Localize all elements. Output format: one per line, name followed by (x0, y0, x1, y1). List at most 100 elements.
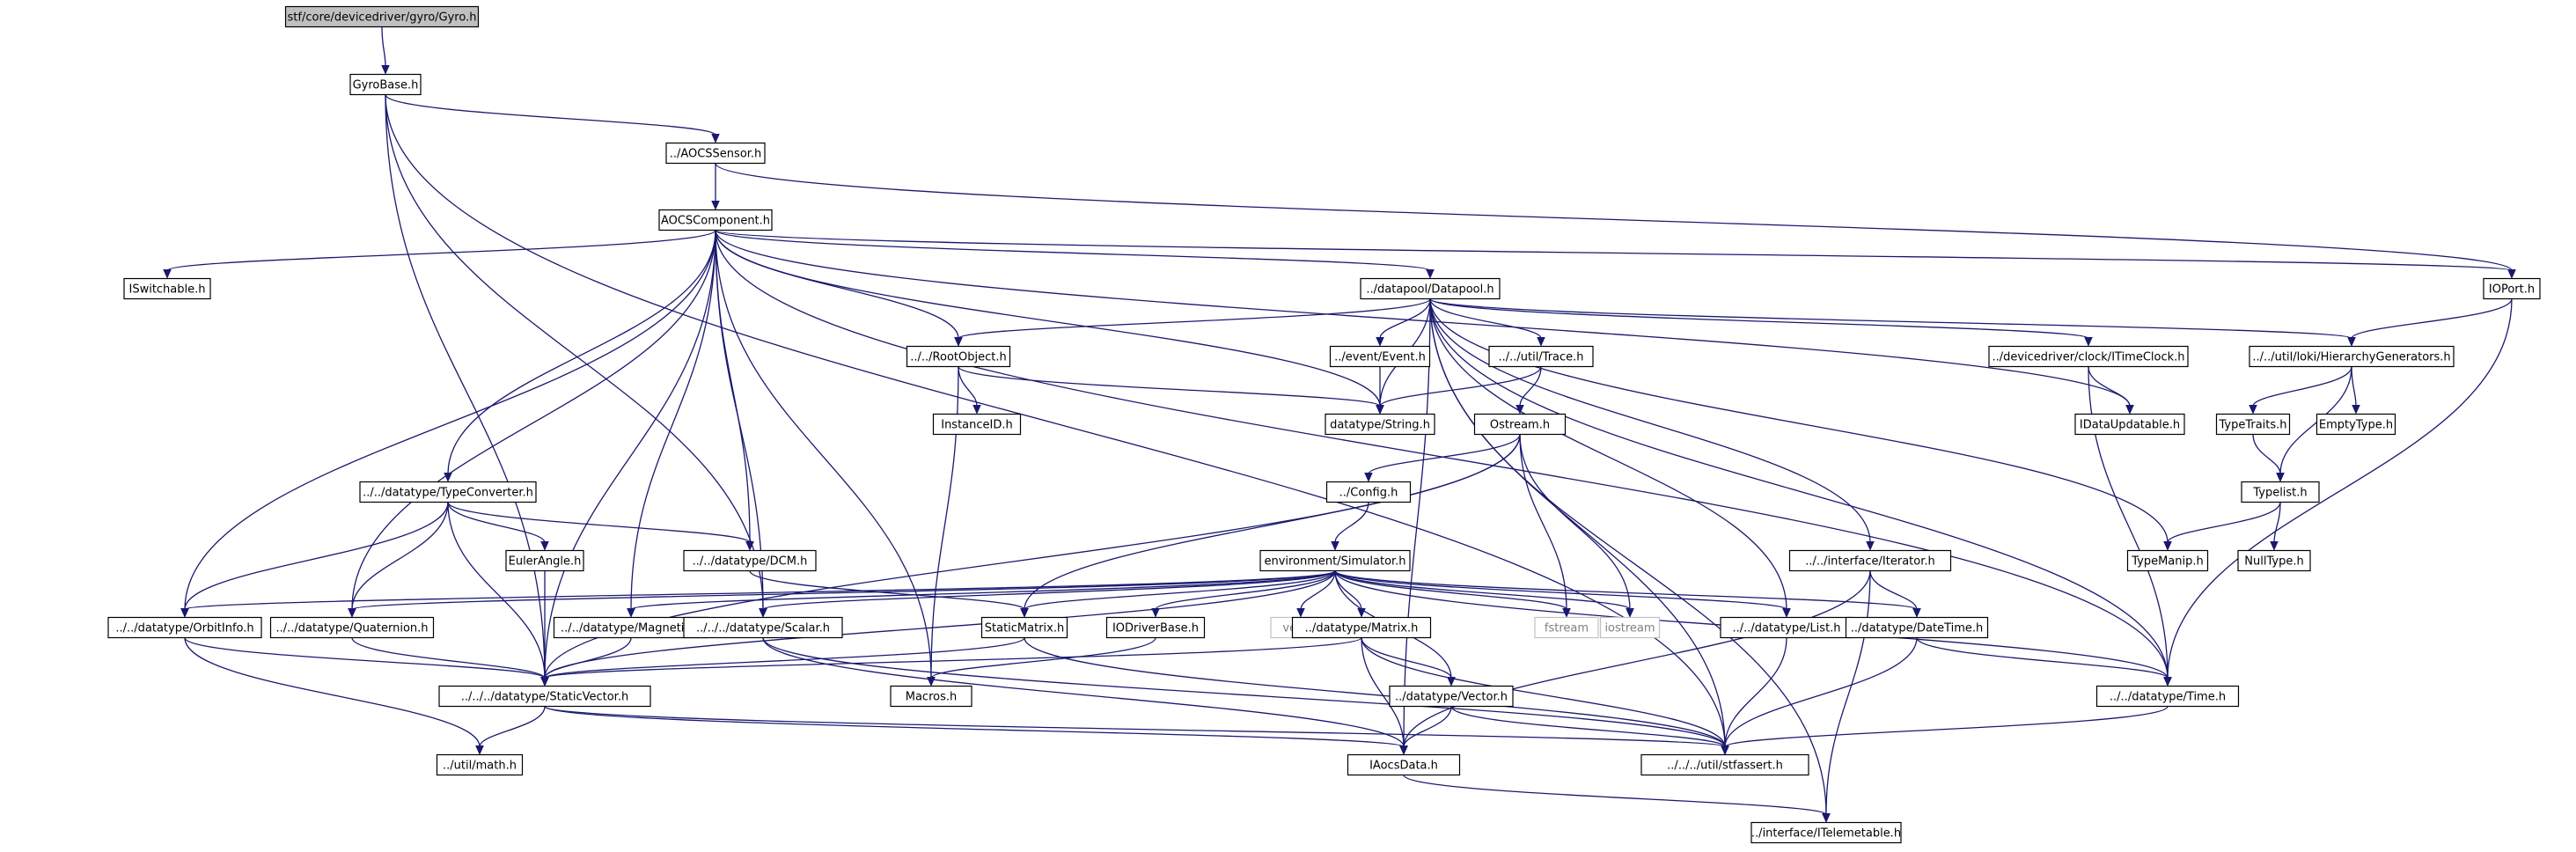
edge-matrix-to-staticvector (540, 636, 1362, 687)
node-layer: stf/core/devicedriver/gyro/Gyro.hGyroBas… (107, 5, 2541, 844)
node-nulltype[interactable]: NullType.h (2237, 549, 2311, 572)
edge-datapool-to-rootobject (954, 297, 1431, 347)
edge-trace-to-string (1376, 366, 1542, 415)
edge-aocscomponent-to-dcm (715, 230, 754, 551)
node-box (2249, 345, 2455, 368)
node-box (1325, 413, 1435, 436)
node-vectorh[interactable]: ../datatype/Vector.h (1389, 685, 1514, 708)
edge-simulator-to-list (1334, 569, 1791, 618)
node-gyrobase[interactable]: GyroBase.h (349, 73, 422, 96)
edge-typetraits-to-typelist (2252, 434, 2285, 482)
node-emptytype[interactable]: EmptyType.h (2315, 413, 2396, 436)
node-label: Typelist.h (2252, 487, 2307, 500)
node-box (349, 73, 422, 96)
node-label: StaticMatrix.h (985, 622, 1064, 635)
node-box (1329, 345, 1431, 368)
edge-simulator-to-vector (1296, 570, 1336, 618)
edge-typelist-to-typemanip (2163, 502, 2281, 551)
node-label: ../../../datatype/StaticVector.h (461, 691, 628, 704)
node-box (1534, 616, 1599, 639)
node-label: IODriverBase.h (1112, 622, 1199, 635)
node-box (1788, 549, 1952, 572)
edge-aocssensor-to-iport (715, 163, 2516, 279)
node-datapool[interactable]: ../datapool/Datapool.h (1360, 277, 1501, 300)
node-simulator[interactable]: environment/Simulator.h (1259, 549, 1411, 572)
node-quaternion[interactable]: ../../datatype/Quaternion.h (269, 616, 435, 639)
node-label: TypeManip.h (2131, 555, 2204, 569)
node-box (1105, 616, 1206, 639)
node-idataupdatable[interactable]: IDataUpdatable.h (2074, 413, 2185, 436)
node-stfassert[interactable]: ../../../util/stfassert.h (1640, 753, 1809, 776)
node-typeconverter[interactable]: ../../datatype/TypeConverter.h (359, 481, 537, 503)
node-trace[interactable]: ../../util/Trace.h (1488, 345, 1594, 368)
node-list[interactable]: ../../datatype/List.h (1720, 616, 1853, 639)
node-box (2315, 413, 2396, 436)
node-label: iostream (1604, 622, 1655, 635)
node-label: ../datatype/Matrix.h (1305, 622, 1419, 635)
node-label: ../../datatype/List.h (1732, 622, 1840, 635)
node-box (665, 142, 766, 165)
edge-typeconverter-to-dcm (447, 502, 754, 551)
edge-scalar-to-iaocsdata (762, 637, 1408, 755)
node-label: InstanceID.h (941, 419, 1013, 432)
node-label: stf/core/devicedriver/gyro/Gyro.h (288, 11, 477, 25)
node-eulerangle[interactable]: EulerAngle.h (505, 549, 584, 572)
node-label: IDataUpdatable.h (2080, 419, 2180, 432)
edge-staticvector-to-stfassert (544, 705, 1729, 755)
node-staticmatrix[interactable]: StaticMatrix.h (980, 616, 1068, 639)
node-box (1259, 549, 1411, 572)
node-iodriverbase[interactable]: IODriverBase.h (1105, 616, 1206, 639)
node-box (683, 549, 817, 572)
node-aocssensor[interactable]: ../AOCSSensor.h (665, 142, 766, 165)
edge-typeconverter-to-staticvector (447, 502, 549, 687)
node-magnetic[interactable]: ../../datatype/Magnetic.h (553, 616, 709, 639)
edge-list-to-stfassert (1721, 637, 1787, 755)
node-iswitchable[interactable]: ISwitchable.h (123, 277, 211, 300)
node-box (1347, 753, 1461, 776)
node-label: ../util/math.h (443, 760, 517, 773)
node-datetime[interactable]: ../datatype/DateTime.h (1845, 616, 1989, 639)
node-math[interactable]: ../util/math.h (436, 753, 524, 776)
node-event[interactable]: ../event/Event.h (1329, 345, 1431, 368)
edge-aocscomponent-to-iswitchable (163, 229, 716, 279)
node-string[interactable]: datatype/String.h (1325, 413, 1435, 436)
node-itelemetable[interactable]: ../interface/ITelemetable.h (1750, 821, 1902, 844)
node-time[interactable]: ../../datatype/Time.h (2095, 685, 2240, 708)
node-iaocsdata[interactable]: IAocsData.h (1347, 753, 1461, 776)
node-iport[interactable]: IOPort.h (2483, 277, 2541, 300)
node-box (1599, 616, 1661, 639)
node-label: ../Config.h (1339, 487, 1398, 500)
node-box (932, 413, 1022, 436)
node-ostream[interactable]: Ostream.h (1473, 413, 1567, 436)
node-rootobject[interactable]: ../../RootObject.h (906, 345, 1011, 368)
node-gyro[interactable]: stf/core/devicedriver/gyro/Gyro.h (284, 5, 480, 28)
node-iterator[interactable]: ../../interface/Iterator.h (1788, 549, 1952, 572)
node-staticvector[interactable]: ../../../datatype/StaticVector.h (438, 685, 651, 708)
node-instanceid[interactable]: InstanceID.h (932, 413, 1022, 436)
node-box (359, 481, 537, 503)
node-dcm[interactable]: ../../datatype/DCM.h (683, 549, 817, 572)
edge-hiergen-to-typetraits (2249, 366, 2352, 415)
node-label: IAocsData.h (1369, 760, 1438, 773)
node-aocscomponent[interactable]: AOCSComponent.h (658, 209, 773, 231)
node-label: environment/Simulator.h (1264, 555, 1405, 569)
node-label: ../datatype/DateTime.h (1851, 622, 1984, 635)
node-scalar[interactable]: ../../../datatype/Scalar.h (683, 616, 843, 639)
node-box (2215, 413, 2291, 436)
node-matrix[interactable]: ../datatype/Matrix.h (1291, 616, 1432, 639)
node-config[interactable]: ../Config.h (1325, 481, 1412, 503)
node-box (1488, 345, 1594, 368)
node-orbitinfo[interactable]: ../../datatype/OrbitInfo.h (107, 616, 262, 639)
edge-vectorh-to-iaocsdata (1399, 706, 1452, 755)
node-box (284, 5, 480, 28)
node-macros[interactable]: Macros.h (890, 685, 972, 708)
node-hiergen[interactable]: ../../util/loki/HierarchyGenerators.h (2249, 345, 2455, 368)
node-iostream: iostream (1599, 616, 1661, 639)
node-itimeclock[interactable]: ../devicedriver/clock/ITimeClock.h (1988, 345, 2189, 368)
edge-iport-to-hiergen (2347, 298, 2513, 347)
edge-gyrobase-to-staticvector (385, 94, 549, 687)
node-box (1389, 685, 1514, 708)
node-typelist[interactable]: Typelist.h (2241, 481, 2320, 503)
node-typemanip[interactable]: TypeManip.h (2126, 549, 2209, 572)
node-typetraits[interactable]: TypeTraits.h (2215, 413, 2291, 436)
